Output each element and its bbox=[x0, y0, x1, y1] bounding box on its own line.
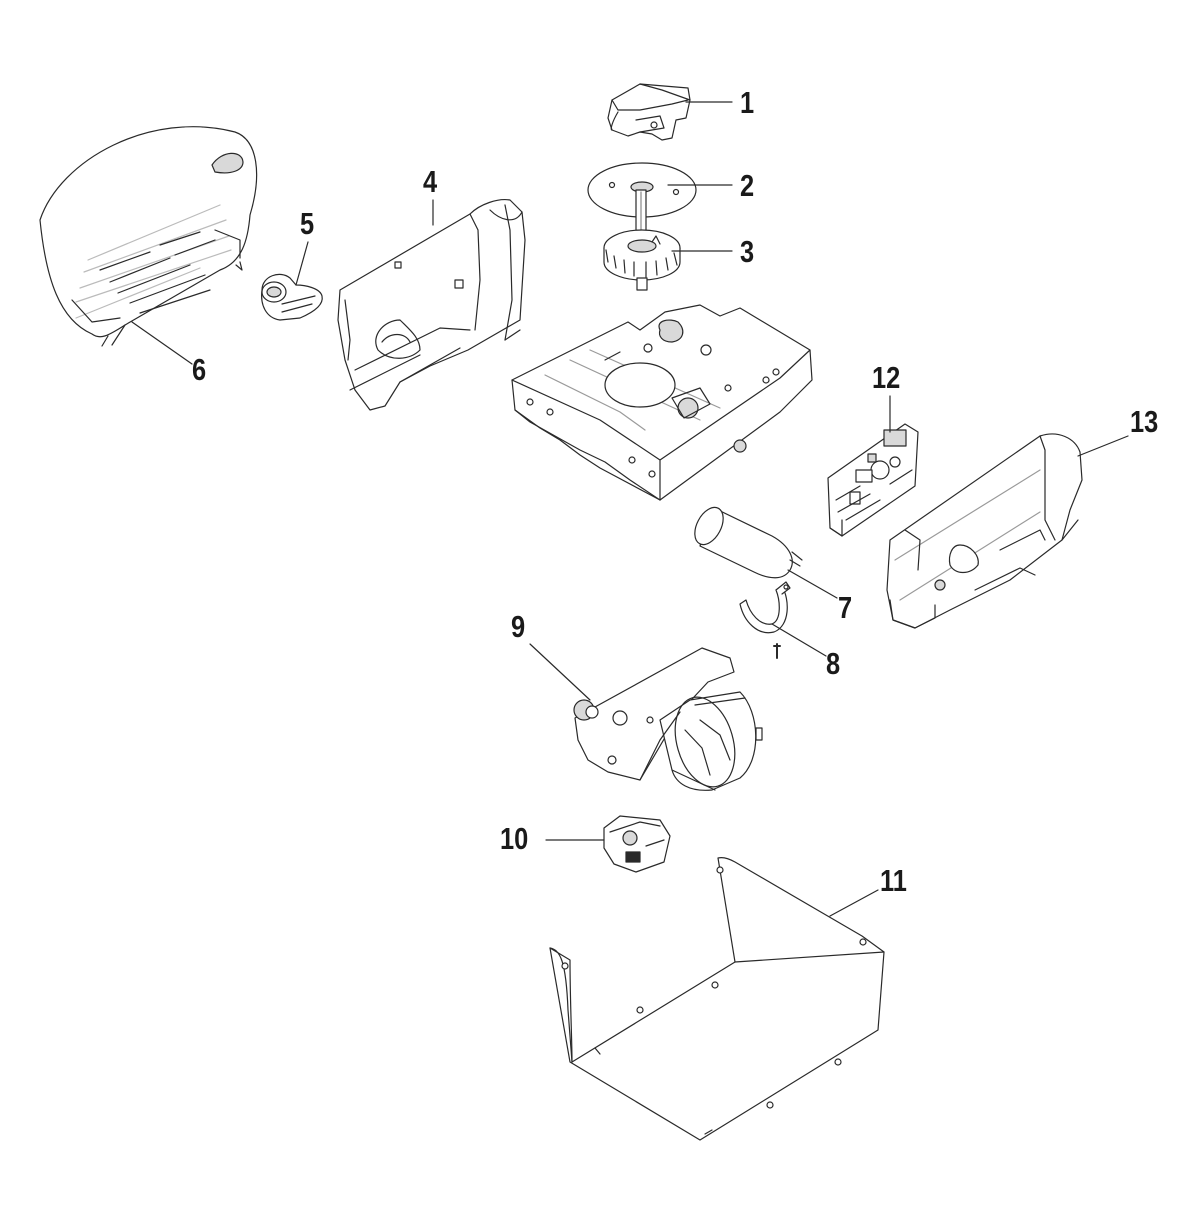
leader-7 bbox=[787, 569, 838, 599]
leader-11 bbox=[829, 889, 879, 917]
part-8-clip bbox=[740, 582, 790, 658]
callout-3: 3 bbox=[740, 234, 755, 269]
part-12-logic-board bbox=[828, 424, 918, 536]
callout-2: 2 bbox=[740, 168, 755, 203]
leader-13 bbox=[1077, 435, 1129, 457]
callout-1: 1 bbox=[740, 85, 755, 120]
part-9-motor bbox=[574, 648, 762, 794]
leader-lines bbox=[131, 101, 1129, 917]
leader-9 bbox=[529, 643, 591, 701]
part-13-right-housing bbox=[887, 434, 1082, 628]
callout-10: 10 bbox=[500, 821, 529, 856]
chassis-plate bbox=[512, 305, 812, 500]
part-1-bracket bbox=[608, 84, 690, 140]
callout-13: 13 bbox=[1130, 404, 1159, 439]
callout-12: 12 bbox=[872, 360, 901, 395]
part-2-sprocket-plate bbox=[588, 163, 696, 240]
leader-8 bbox=[771, 623, 827, 657]
part-5-light-socket bbox=[262, 274, 323, 320]
callout-7: 7 bbox=[838, 590, 853, 625]
part-10-limit-switch bbox=[604, 816, 670, 872]
part-7-capacitor bbox=[689, 503, 802, 578]
leader-6 bbox=[131, 321, 193, 365]
part-3-gear bbox=[604, 230, 680, 290]
callout-9: 9 bbox=[511, 609, 526, 644]
part-4-left-housing bbox=[338, 200, 525, 410]
leader-5 bbox=[295, 241, 309, 286]
part-6-end-cover bbox=[40, 127, 257, 346]
callout-4: 4 bbox=[423, 164, 438, 199]
part-11-lens bbox=[550, 858, 884, 1140]
callout-6: 6 bbox=[192, 352, 207, 387]
callout-8: 8 bbox=[826, 646, 841, 681]
callout-5: 5 bbox=[300, 206, 315, 241]
callout-11: 11 bbox=[880, 863, 907, 898]
